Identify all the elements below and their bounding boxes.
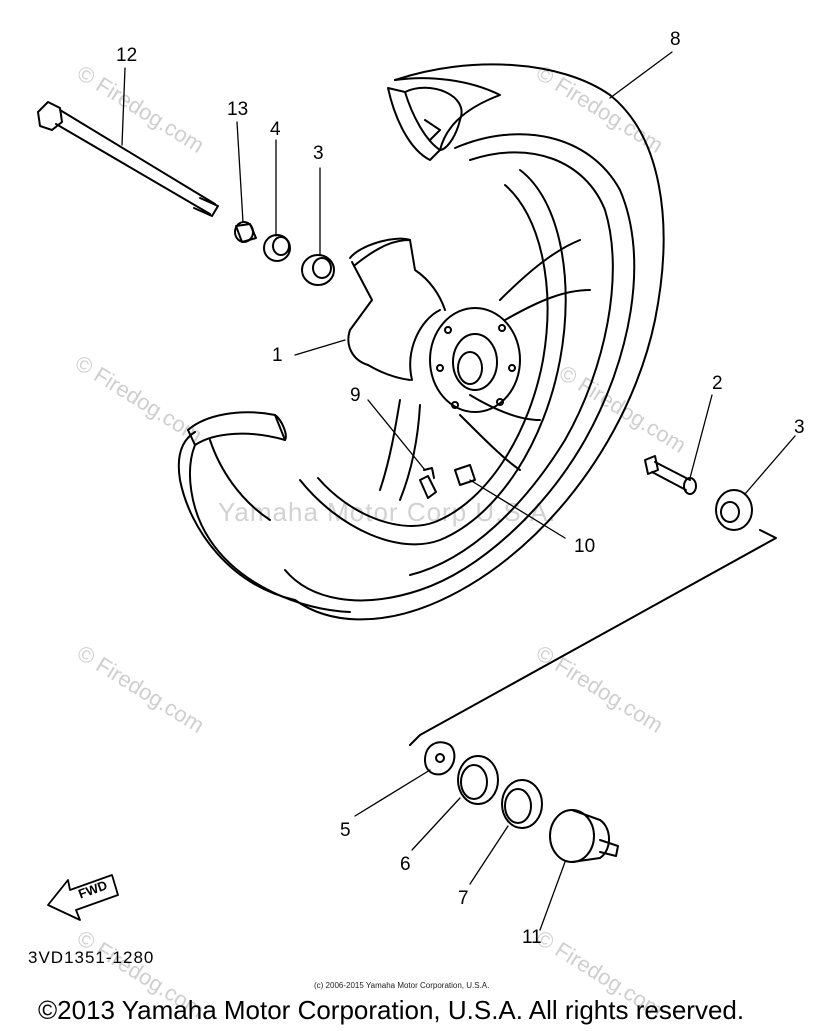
hub-1	[347, 237, 521, 413]
callout-1: 1	[272, 345, 283, 366]
callout-3a: 3	[313, 143, 324, 164]
group-leader	[409, 529, 777, 746]
callout-2: 2	[712, 373, 723, 394]
copyright: ©2013 Yamaha Motor Corporation, U.S.A. A…	[38, 995, 745, 1025]
rim-spokes	[299, 169, 591, 546]
balance-weight-10	[454, 464, 476, 486]
callout-lines	[121, 51, 796, 931]
seal-4	[263, 234, 291, 262]
axle-12	[37, 101, 219, 217]
callout-6: 6	[400, 854, 411, 875]
callout-9: 9	[350, 385, 361, 406]
collar-7	[501, 779, 543, 829]
bolt-2	[644, 455, 697, 495]
valve-9	[419, 467, 437, 499]
callout-8: 8	[670, 29, 681, 50]
collar-13	[234, 221, 257, 243]
callout-7: 7	[458, 888, 469, 909]
fwd-arrow-icon	[47, 874, 119, 921]
callout-12: 12	[116, 45, 138, 66]
seal-6	[457, 755, 499, 805]
bearing-3-left	[301, 254, 335, 286]
tire-8	[177, 63, 665, 621]
diagram-code: 3VD1351-1280	[28, 948, 155, 967]
bearing-3-right	[715, 489, 753, 531]
small-copyright: (c) 2006-2015 Yamaha Motor Corporation, …	[314, 981, 490, 990]
callout-13: 13	[227, 99, 249, 120]
callout-5: 5	[340, 820, 351, 841]
callout-11: 11	[522, 927, 542, 948]
callout-4: 4	[270, 119, 281, 140]
callout-10: 10	[574, 536, 596, 557]
gear-unit-11	[549, 809, 619, 863]
callout-3b: 3	[794, 417, 805, 438]
drive-5	[424, 741, 456, 776]
